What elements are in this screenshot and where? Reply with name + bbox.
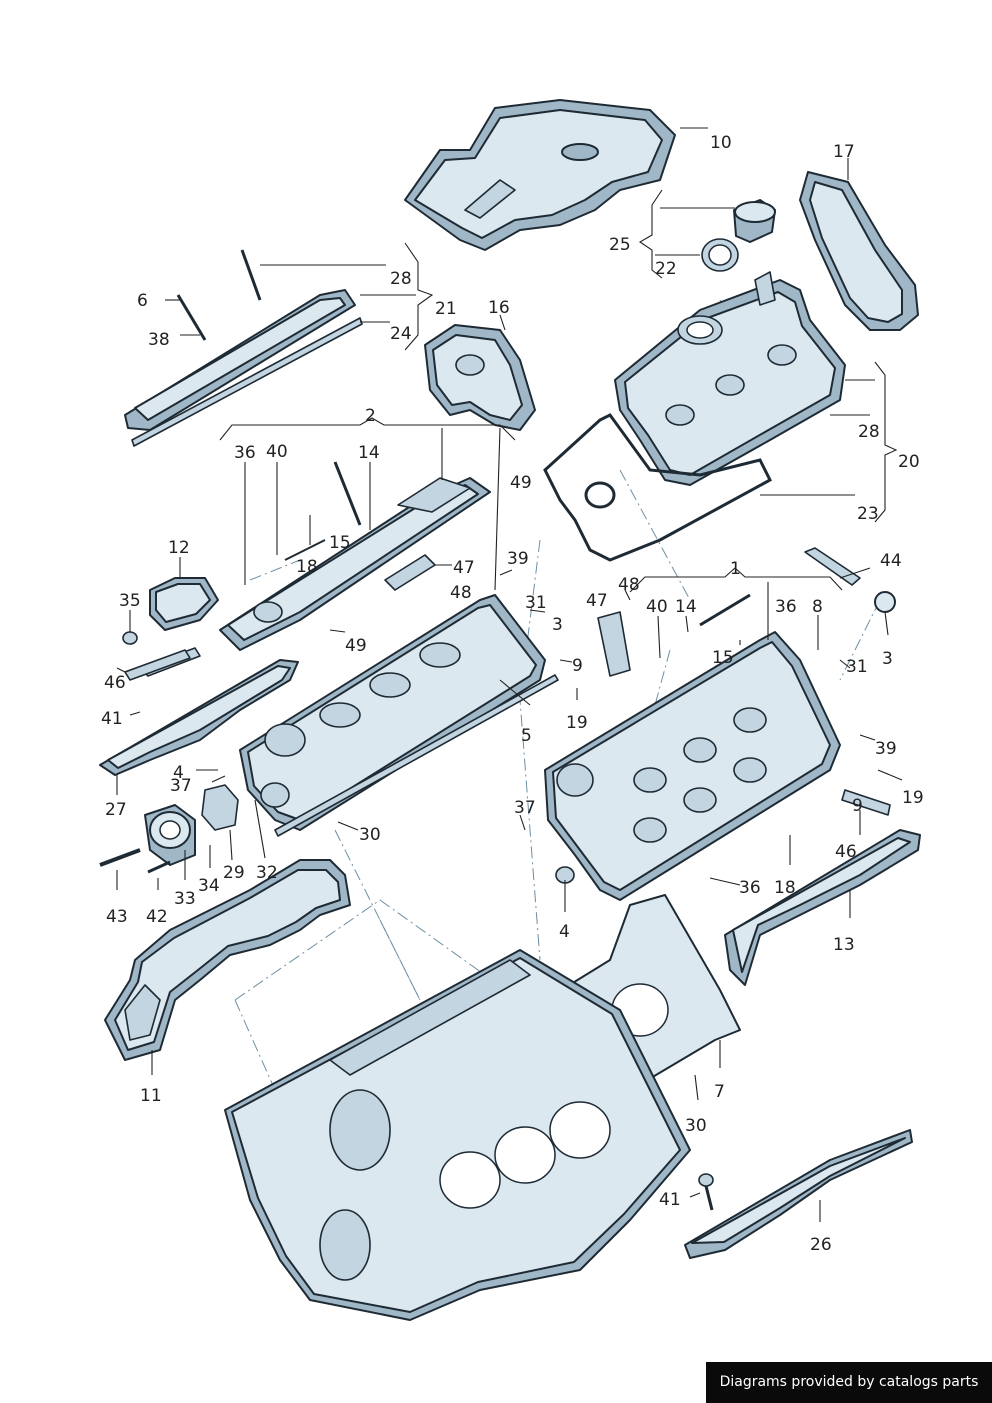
label-3: 3 — [552, 615, 563, 635]
label-39: 39 — [507, 549, 529, 569]
label-29: 29 — [223, 863, 245, 883]
label-24: 24 — [390, 324, 412, 344]
part-10-cover — [404, 99, 676, 251]
label-43: 43 — [106, 907, 128, 927]
label-32: 32 — [256, 863, 278, 883]
part-13-shield — [724, 829, 921, 986]
label-38: 38 — [148, 330, 170, 350]
label-28: 28 — [390, 269, 412, 289]
label-21: 21 — [435, 299, 457, 319]
label-4: 4 — [173, 763, 184, 783]
engine-block — [224, 949, 691, 1321]
label-3-right: 3 — [882, 649, 893, 669]
label-16: 16 — [488, 298, 510, 318]
label-20: 20 — [898, 452, 920, 472]
label-31-right: 31 — [846, 657, 868, 677]
label-48: 48 — [618, 575, 640, 595]
label-28-right: 28 — [858, 422, 880, 442]
label-46-right: 46 — [835, 842, 857, 862]
label-37-right: 37 — [514, 798, 536, 818]
part-17-bracket — [799, 171, 919, 331]
label-14-right: 14 — [675, 597, 697, 617]
label-19-right: 19 — [902, 788, 924, 808]
label-6: 6 — [137, 291, 148, 311]
part-20-valve-cover — [614, 271, 846, 486]
leader-lines — [116, 127, 903, 1222]
part-26-shield — [684, 1129, 913, 1259]
label-4-right: 4 — [559, 922, 570, 942]
part-16-bracket — [424, 324, 536, 431]
label-49: 49 — [510, 473, 532, 493]
label-8: 8 — [812, 597, 823, 617]
label-41: 41 — [101, 709, 123, 729]
label-23: 23 — [857, 504, 879, 524]
label-17: 17 — [833, 142, 855, 162]
label-39-right: 39 — [875, 739, 897, 759]
label-40: 40 — [266, 442, 288, 462]
label-36-lower: 36 — [739, 878, 761, 898]
label-7: 7 — [714, 1082, 725, 1102]
label-15: 15 — [329, 533, 351, 553]
callout-labels: 10 17 25 22 28 6 21 16 24 38 2 28 20 36 … — [101, 133, 924, 1255]
label-47: 47 — [453, 558, 475, 578]
part-11-heat-shield — [104, 859, 351, 1061]
label-15-right: 15 — [712, 648, 734, 668]
label-35: 35 — [119, 591, 141, 611]
label-11: 11 — [140, 1086, 162, 1106]
label-9: 9 — [572, 656, 583, 676]
label-10: 10 — [710, 133, 732, 153]
label-44: 44 — [880, 551, 902, 571]
label-5: 5 — [521, 726, 532, 746]
label-18: 18 — [296, 557, 318, 577]
label-26: 26 — [810, 1235, 832, 1255]
part-1-cylinder-head-right — [544, 631, 841, 901]
label-47-right: 47 — [586, 591, 608, 611]
label-31: 31 — [525, 593, 547, 613]
label-27: 27 — [105, 800, 127, 820]
label-25: 25 — [609, 235, 631, 255]
credit-banner: Diagrams provided by catalogs parts — [706, 1362, 992, 1403]
label-19: 19 — [566, 713, 588, 733]
small-parts — [124, 539, 896, 816]
label-46: 46 — [104, 673, 126, 693]
label-2: 2 — [365, 406, 376, 426]
label-9-right: 9 — [852, 796, 863, 816]
label-13: 13 — [833, 935, 855, 955]
part-12-bracket — [122, 577, 219, 645]
label-1: 1 — [730, 559, 741, 579]
label-30: 30 — [359, 825, 381, 845]
part-23-gasket — [543, 413, 772, 562]
part-21-cover-rail — [124, 249, 363, 447]
label-36: 36 — [234, 443, 256, 463]
part-29-housing — [99, 784, 239, 874]
label-30-lower: 30 — [685, 1116, 707, 1136]
label-22: 22 — [655, 259, 677, 279]
label-40-right: 40 — [646, 597, 668, 617]
label-33: 33 — [174, 889, 196, 909]
label-34: 34 — [198, 876, 220, 896]
label-14: 14 — [358, 443, 380, 463]
label-48-left: 48 — [450, 583, 472, 603]
label-42: 42 — [146, 907, 168, 927]
part-2-camshaft-housing — [219, 461, 491, 651]
label-12: 12 — [168, 538, 190, 558]
label-49-lower: 49 — [345, 636, 367, 656]
label-37: 37 — [170, 776, 192, 796]
part-5-cylinder-head-left — [239, 594, 559, 837]
part-25-cap — [701, 199, 776, 272]
label-18-right: 18 — [774, 878, 796, 898]
label-36-right: 36 — [775, 597, 797, 617]
label-41-lower: 41 — [659, 1190, 681, 1210]
